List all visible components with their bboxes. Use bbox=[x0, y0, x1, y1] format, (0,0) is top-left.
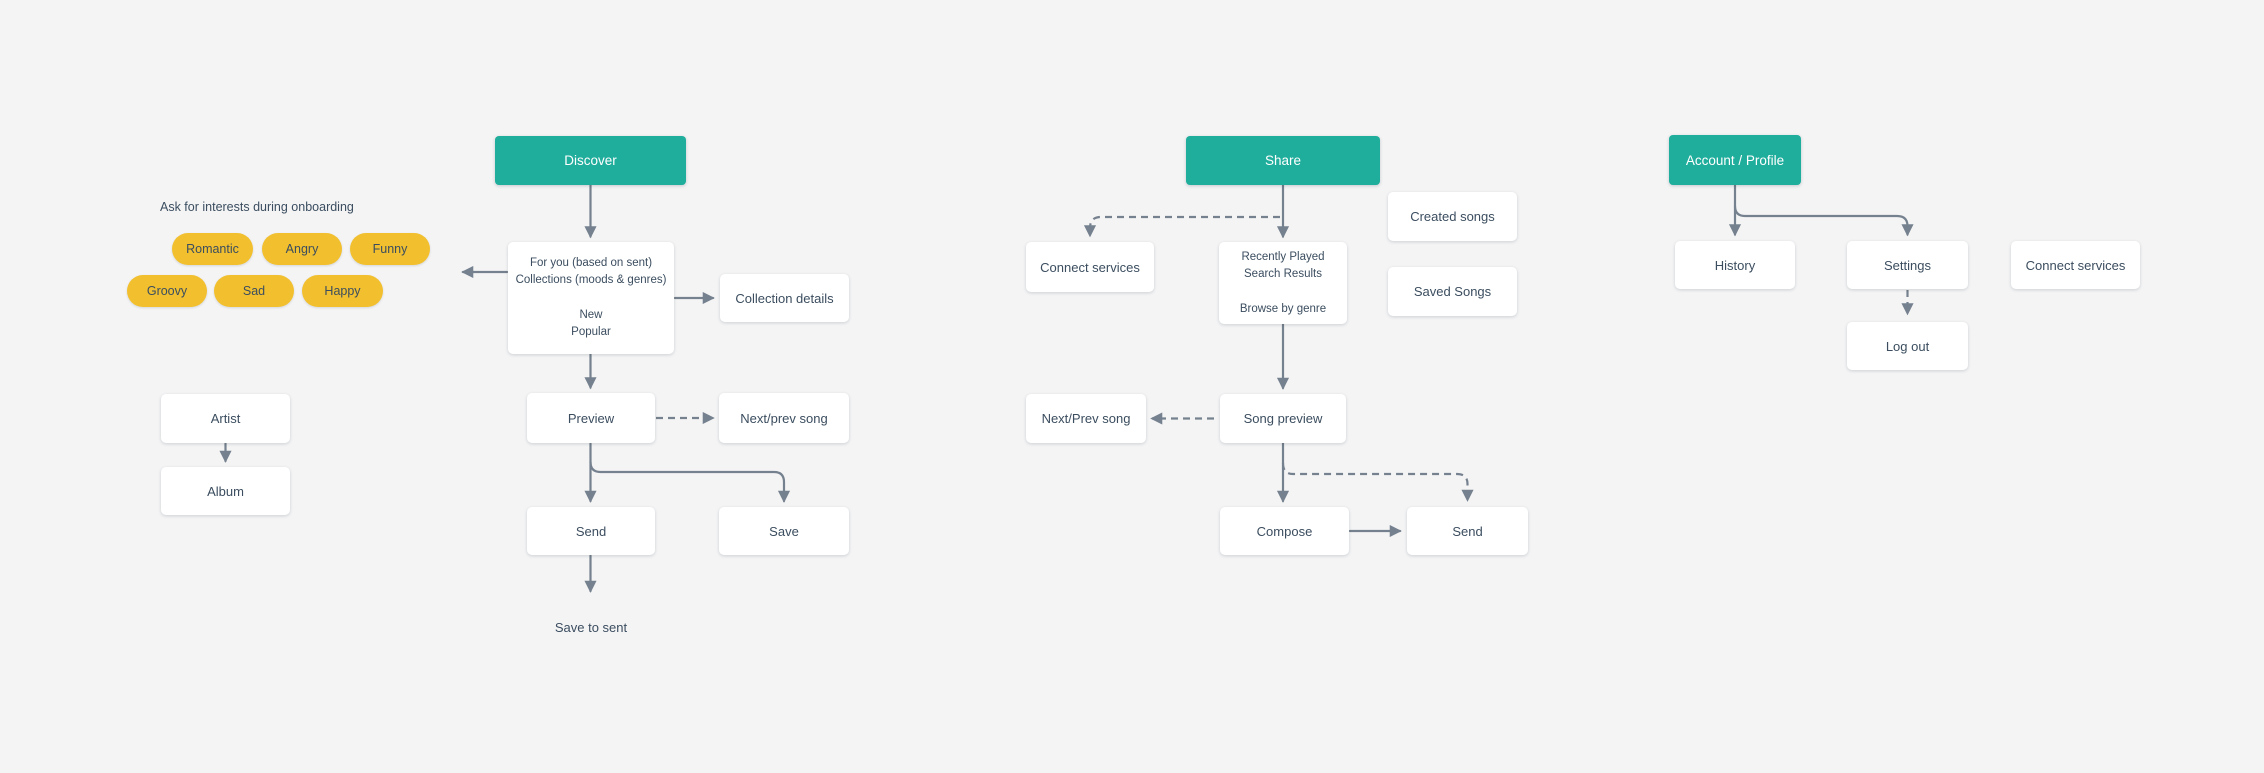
node-history[interactable]: History bbox=[1675, 241, 1795, 289]
pill-sad[interactable]: Sad bbox=[214, 275, 294, 307]
node-preview[interactable]: Preview bbox=[527, 393, 655, 443]
node-album[interactable]: Album bbox=[161, 467, 290, 515]
node-next-prev-song-discover[interactable]: Next/prev song bbox=[719, 393, 849, 443]
node-collection-details[interactable]: Collection details bbox=[720, 274, 849, 322]
pill-groovy[interactable]: Groovy bbox=[127, 275, 207, 307]
node-connect-services-share[interactable]: Connect services bbox=[1026, 242, 1154, 292]
edge-share-to-connect-services[interactable] bbox=[1083, 215, 1280, 238]
edge-account-to-settings[interactable] bbox=[1733, 204, 1914, 237]
browse-line: Collections (moods & genres) bbox=[515, 274, 667, 286]
node-next-prev-song-share[interactable]: Next/Prev song bbox=[1026, 394, 1146, 443]
node-compose[interactable]: Compose bbox=[1220, 507, 1349, 555]
pill-funny[interactable]: Funny bbox=[350, 233, 430, 265]
node-connect-services-account[interactable]: Connect services bbox=[2011, 241, 2140, 289]
browse-line: Search Results bbox=[1244, 267, 1322, 280]
save-to-sent-label[interactable]: Save to sent bbox=[554, 620, 628, 635]
node-saved-songs[interactable]: Saved Songs bbox=[1388, 267, 1517, 316]
browse-line: Recently Played bbox=[1241, 250, 1325, 263]
node-discover-browse[interactable]: For you (based on sent) Collections (moo… bbox=[508, 242, 674, 354]
node-song-preview[interactable]: Song preview bbox=[1220, 394, 1346, 443]
browse-line: Browse by genre bbox=[1239, 302, 1327, 315]
edge-song-preview-to-send[interactable] bbox=[1281, 462, 1474, 502]
pill-angry[interactable]: Angry bbox=[262, 233, 342, 265]
node-account-profile-header[interactable]: Account / Profile bbox=[1669, 135, 1801, 185]
edge-preview-to-save[interactable] bbox=[589, 460, 791, 503]
node-created-songs[interactable]: Created songs bbox=[1388, 192, 1517, 241]
browse-line: For you (based on sent) bbox=[529, 257, 653, 269]
node-save-discover[interactable]: Save bbox=[719, 507, 849, 555]
browse-line: New bbox=[579, 309, 603, 321]
node-artist[interactable]: Artist bbox=[161, 394, 290, 443]
node-discover-header[interactable]: Discover bbox=[495, 136, 686, 185]
onboarding-note[interactable]: Ask for interests during onboarding bbox=[160, 200, 354, 214]
node-send-share[interactable]: Send bbox=[1407, 507, 1528, 555]
node-settings[interactable]: Settings bbox=[1847, 241, 1968, 289]
pill-happy[interactable]: Happy bbox=[302, 275, 383, 307]
browse-line: Popular bbox=[571, 326, 611, 338]
node-share-header[interactable]: Share bbox=[1186, 136, 1380, 185]
node-send-discover[interactable]: Send bbox=[527, 507, 655, 555]
pill-romantic[interactable]: Romantic bbox=[172, 233, 253, 265]
node-log-out[interactable]: Log out bbox=[1847, 322, 1968, 370]
node-share-browse[interactable]: Recently Played Search Results Browse by… bbox=[1219, 242, 1347, 324]
